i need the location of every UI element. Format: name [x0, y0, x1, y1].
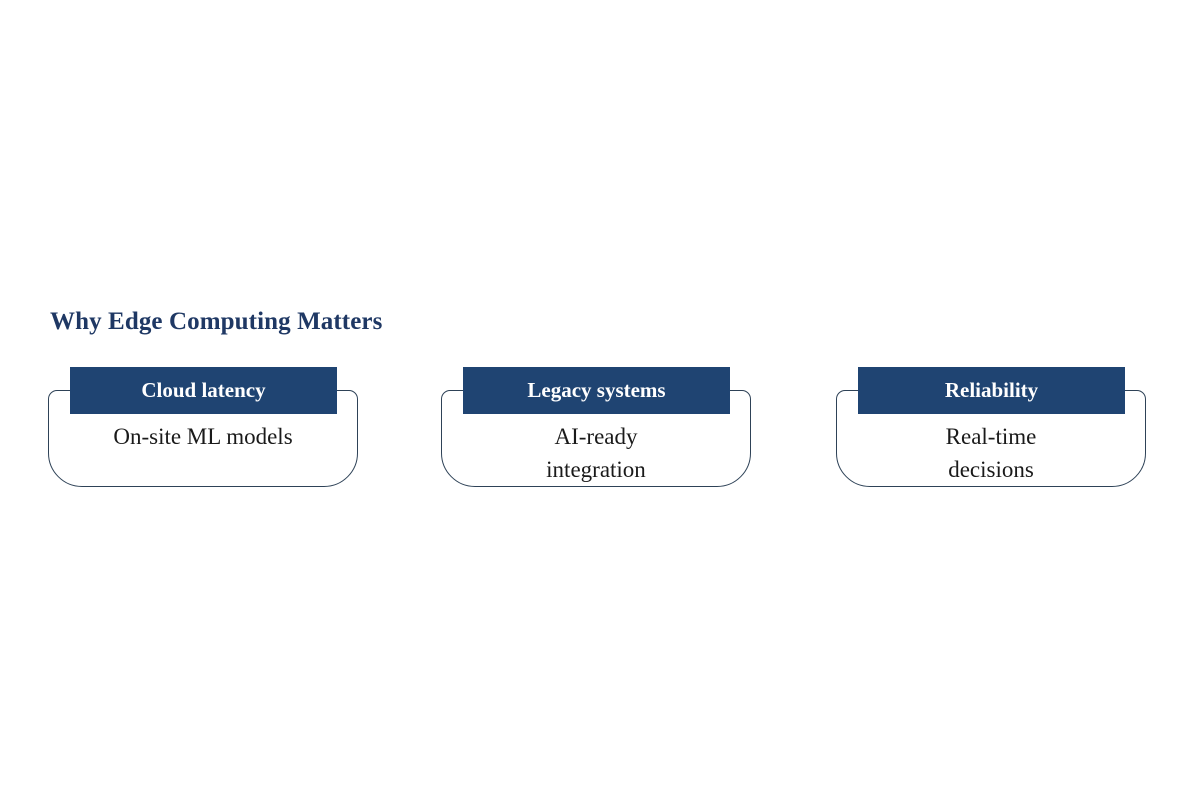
- card-header-label: Reliability: [944, 378, 1039, 402]
- card-header-label: Cloud latency: [141, 378, 266, 402]
- card-reliability[interactable]: Real-time decisions Reliability: [836, 367, 1146, 492]
- card-cloud-latency[interactable]: On-site ML models Cloud latency: [48, 367, 358, 492]
- card-body-line: Real-time: [945, 424, 1037, 449]
- card-legacy-systems[interactable]: AI-ready integration Legacy systems: [441, 367, 751, 492]
- card-body-text: Real-time decisions: [836, 414, 1146, 487]
- card-body-line: AI-ready: [554, 424, 638, 449]
- card-body-text: AI-ready integration: [441, 414, 751, 487]
- card-header-label: Legacy systems: [527, 378, 666, 402]
- card-row: On-site ML models Cloud latency AI-ready…: [0, 367, 1200, 492]
- card-header-banner[interactable]: Cloud latency: [70, 367, 337, 414]
- card-header-banner[interactable]: Legacy systems: [463, 367, 730, 414]
- card-body-line: On-site ML models: [113, 424, 293, 449]
- card-body-line: decisions: [948, 457, 1034, 482]
- card-header-banner[interactable]: Reliability: [858, 367, 1125, 414]
- card-body-line: integration: [546, 457, 646, 482]
- card-body-text: On-site ML models: [48, 414, 358, 487]
- page-title: Why Edge Computing Matters: [50, 308, 383, 335]
